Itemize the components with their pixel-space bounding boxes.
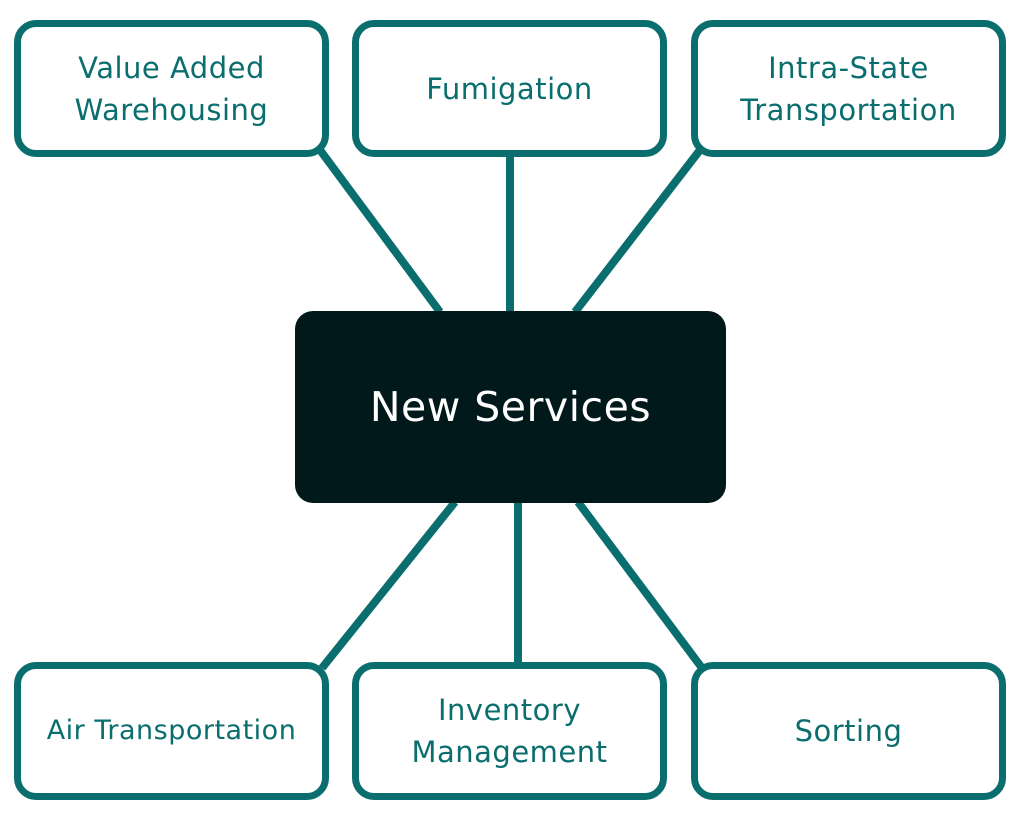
node-label: Fumigation xyxy=(426,71,593,106)
node-air-transportation: Air Transportation xyxy=(14,662,329,800)
node-fumigation: Fumigation xyxy=(352,20,667,157)
node-value-added-warehousing: Value Added Warehousing xyxy=(14,20,329,157)
node-inventory-management: Inventory Management xyxy=(352,662,667,800)
center-label: New Services xyxy=(369,383,652,431)
node-intra-state-transportation: Intra-State Transportation xyxy=(691,20,1006,157)
center-node-new-services: New Services xyxy=(295,311,726,503)
connector-sorting xyxy=(574,499,706,671)
node-label: Intra-State Transportation xyxy=(740,50,957,127)
node-sorting: Sorting xyxy=(691,662,1006,800)
node-label: Air Transportation xyxy=(46,715,297,746)
node-label: Sorting xyxy=(794,714,903,748)
connector-intra-state-transportation xyxy=(571,147,704,315)
node-label: Value Added Warehousing xyxy=(74,50,269,127)
connector-air-transportation xyxy=(318,499,459,671)
connector-value-added-warehousing xyxy=(316,147,444,315)
node-label: Inventory Management xyxy=(411,693,608,769)
